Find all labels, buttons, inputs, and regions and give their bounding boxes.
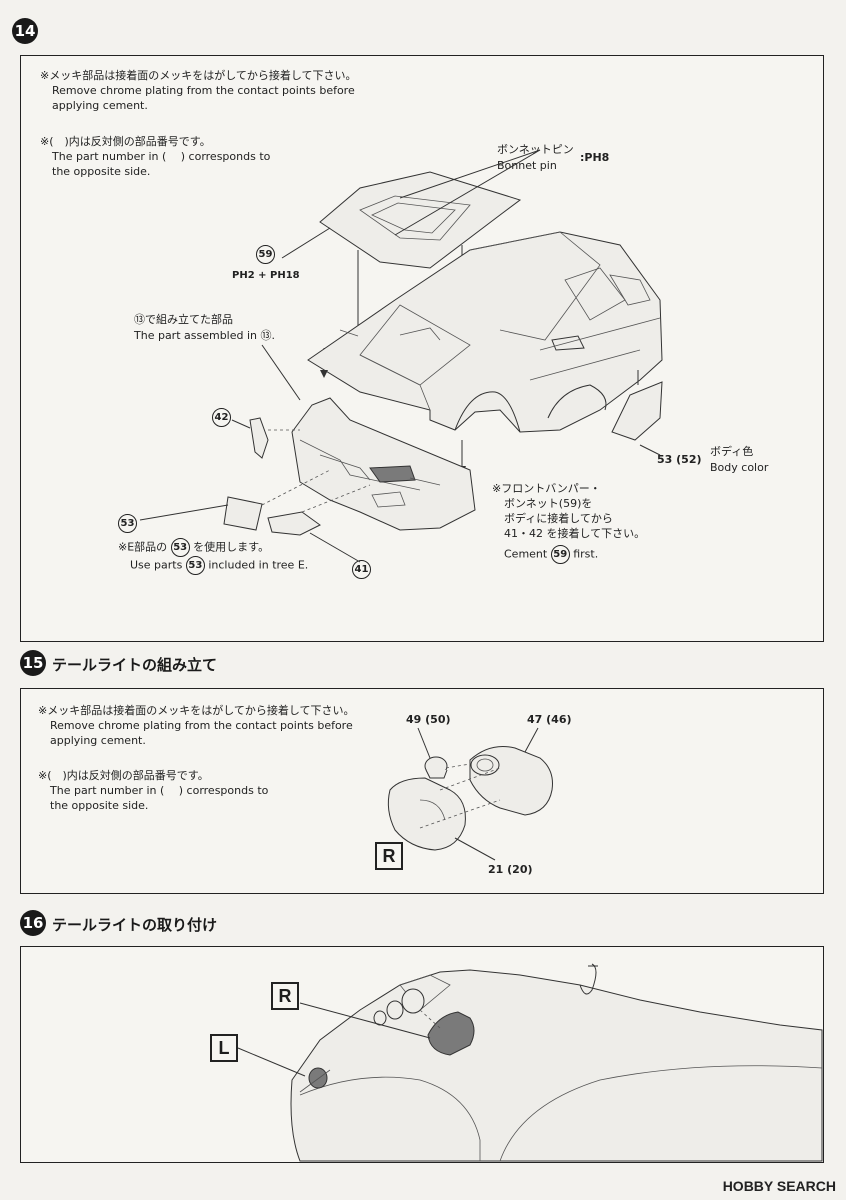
cement-note-part-59: 59 xyxy=(550,545,570,564)
chrome-note-en: Remove chrome plating from the contact p… xyxy=(52,84,355,112)
cement-note-en: Cement 59 first. xyxy=(492,545,672,564)
body-color-jp: ボディ色 xyxy=(710,445,754,458)
part-59-codes: PH2 + PH18 xyxy=(232,270,300,281)
assembled-part-jp: ⑬で組み立てた部品 xyxy=(134,313,233,326)
bonnet-pin-label-en: Bonnet pin xyxy=(497,159,557,172)
part-59-number: 59 xyxy=(256,245,275,264)
step-16-number: 16 xyxy=(20,910,46,936)
parts-47-46-label: 47 (46) xyxy=(527,713,572,726)
part-42-number: 42 xyxy=(212,408,231,427)
step-15-side-r: R xyxy=(375,842,403,870)
epart-note-jp-pre: ※E部品の xyxy=(118,540,168,554)
step-15-chrome-note: ※メッキ部品は接着面のメッキをはがしてから接着して下さい。 Remove chr… xyxy=(38,703,358,748)
step-15-chrome-note-jp: ※メッキ部品は接着面のメッキをはがしてから接着して下さい。 xyxy=(38,704,355,717)
watermark: HOBBY SEARCH xyxy=(722,1178,836,1194)
epart-note-jp: ※E部品の 53 を使用します。 xyxy=(118,538,269,557)
body-color-en: Body color xyxy=(710,461,769,474)
epart-note-jp-post: を使用します。 xyxy=(193,540,270,554)
epart-note-en-post: included in tree E. xyxy=(208,558,309,572)
cement-note-jp-3: ボディに接着してから xyxy=(504,512,613,525)
part-53-number: 53 xyxy=(118,514,137,533)
cement-note-en-pre: Cement xyxy=(504,547,548,561)
epart-note-en-pre: Use parts xyxy=(130,558,183,572)
parts-49-50-label: 49 (50) xyxy=(406,713,451,726)
part-41-number: 41 xyxy=(352,560,371,579)
step-14-opposite-note: ※( )内は反対側の部品番号です。 The part number in ( )… xyxy=(40,134,280,179)
chrome-note-jp: ※メッキ部品は接着面のメッキをはがしてから接着して下さい。 xyxy=(40,69,357,82)
part-59-label: 59 xyxy=(256,245,275,264)
step-14-chrome-note: ※メッキ部品は接着面のメッキをはがしてから接着して下さい。 Remove chr… xyxy=(40,68,360,113)
cement-note-en-post: first. xyxy=(573,547,599,561)
assembled-part-en: The part assembled in ⑬. xyxy=(134,329,276,342)
parts-53-52-label: 53 (52) xyxy=(657,453,702,466)
step-15-opposite-note-jp: ※( )内は反対側の部品番号です。 xyxy=(38,769,209,782)
step-15-opposite-note-en: The part number in ( ) corresponds to th… xyxy=(50,784,269,812)
step-15-number: 15 xyxy=(20,650,46,676)
step-16-side-r: R xyxy=(271,982,299,1010)
step-14-number: 14 xyxy=(12,18,38,44)
epart-note-part-number: 53 xyxy=(170,538,190,557)
part-42-label: 42 xyxy=(212,408,231,427)
epart-note-en-part: 53 xyxy=(185,556,205,575)
parts-21-20-label: 21 (20) xyxy=(488,863,533,876)
epart-note-en: Use parts 53 included in tree E. xyxy=(130,556,308,575)
step-16-title: テールライトの取り付け xyxy=(52,916,218,934)
step-15-title: テールライトの組み立て xyxy=(52,656,218,674)
cement-note-jp-1: ※フロントバンパー・ xyxy=(492,482,601,495)
bonnet-pin-code: :PH8 xyxy=(580,151,610,164)
opposite-note-en: The part number in ( ) corresponds to th… xyxy=(52,150,271,178)
cement-note-jp-2: ボンネット(59)を xyxy=(504,497,593,510)
step-15-chrome-note-en: Remove chrome plating from the contact p… xyxy=(50,719,353,747)
part-41-label: 41 xyxy=(352,560,371,579)
opposite-note-jp: ※( )内は反対側の部品番号です。 xyxy=(40,135,211,148)
step-15-opposite-note: ※( )内は反対側の部品番号です。 The part number in ( )… xyxy=(38,768,278,813)
part-53-label: 53 xyxy=(118,514,137,533)
bonnet-pin-label-jp: ボンネットピン xyxy=(497,143,574,156)
cement-note-jp-4: 41・42 を接着して下さい。 xyxy=(504,527,646,540)
step-16-side-l: L xyxy=(210,1034,238,1062)
cement-note: ※フロントバンパー・ ボンネット(59)を ボディに接着してから 41・42 を… xyxy=(492,481,672,564)
